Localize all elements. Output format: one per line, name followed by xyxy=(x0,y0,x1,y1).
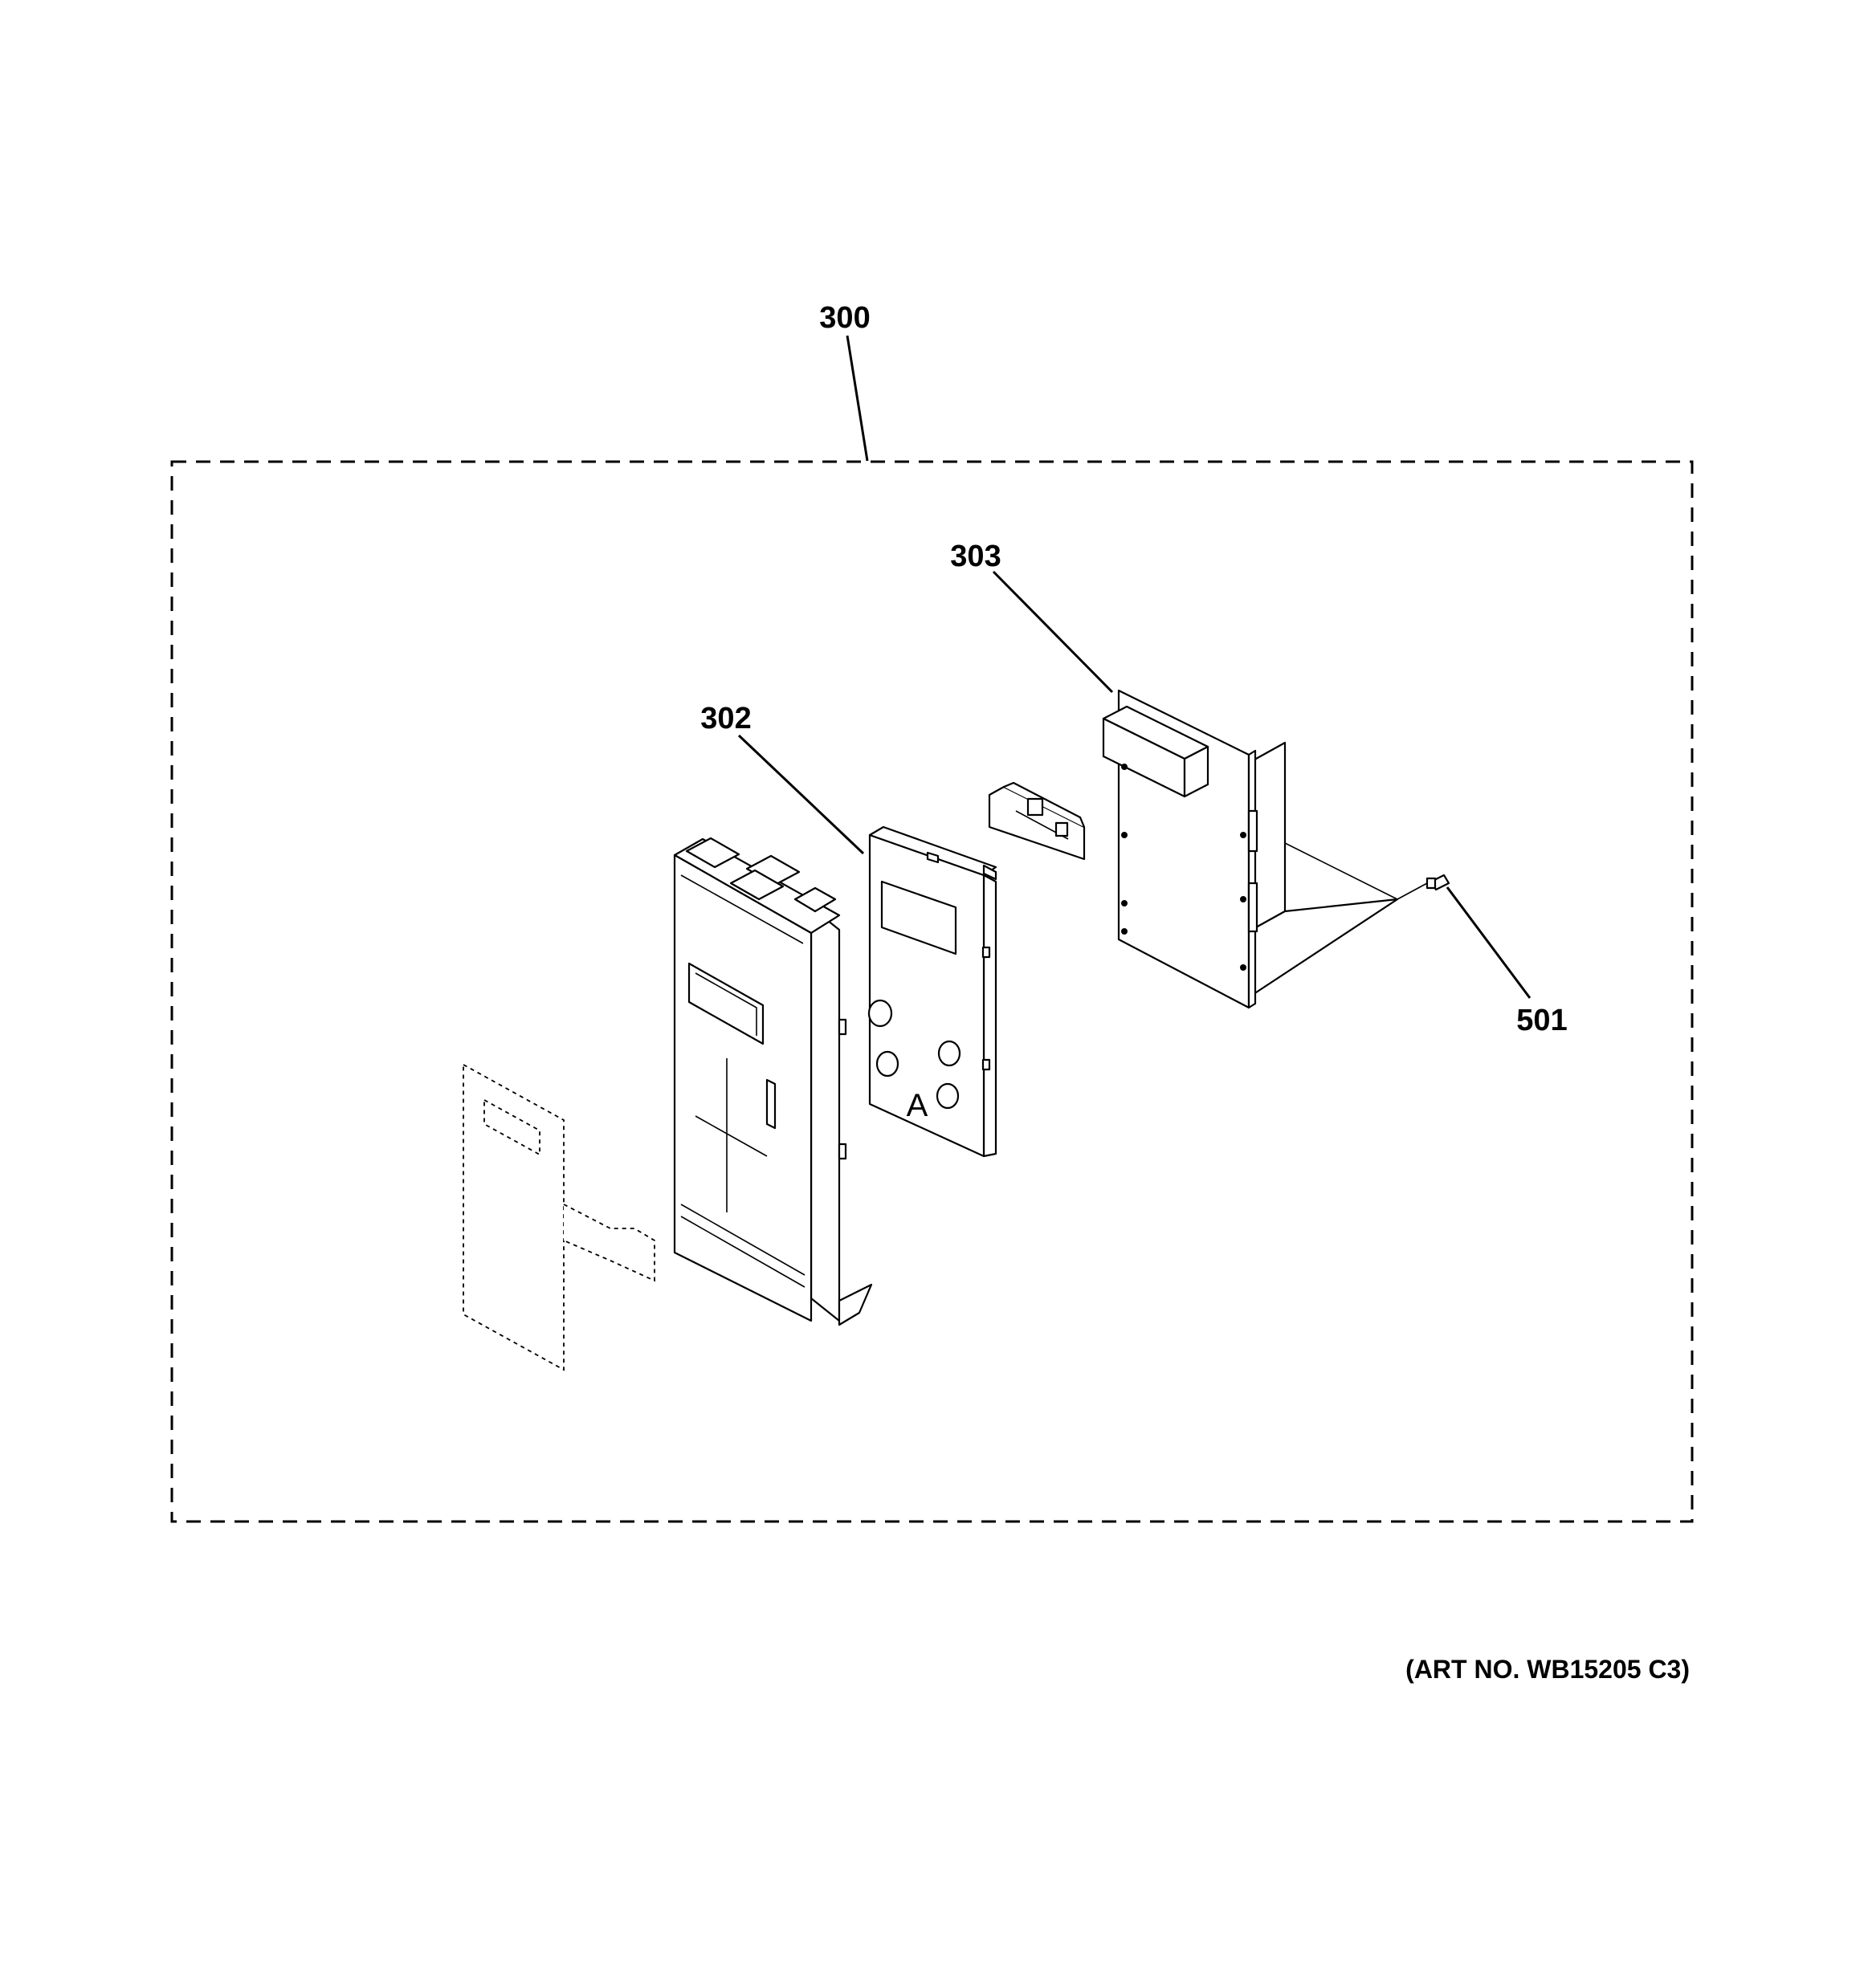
leader-line-501 xyxy=(1446,886,1532,999)
connector-bracket xyxy=(988,781,1086,861)
art-number: (ART NO. WB15205 C3) xyxy=(1405,1655,1690,1684)
assembly-boundary-frame xyxy=(170,460,1694,1523)
panel-mark-letter: A xyxy=(907,1088,928,1123)
membrane-keypad xyxy=(463,1063,655,1371)
leader-line-300 xyxy=(846,335,869,462)
control-panel-front-housing xyxy=(673,837,873,1326)
callout-303: 303 xyxy=(950,540,1001,573)
mounting-screw-501 xyxy=(1397,874,1450,900)
callout-300: 300 xyxy=(819,301,870,335)
leader-line-303 xyxy=(992,570,1114,694)
inner-panel-frame-302: A xyxy=(867,825,997,1158)
leader-line-302 xyxy=(737,734,865,855)
callout-501: 501 xyxy=(1516,1004,1567,1037)
main-control-board-303 xyxy=(1102,689,1399,1009)
callout-302: 302 xyxy=(700,702,751,735)
